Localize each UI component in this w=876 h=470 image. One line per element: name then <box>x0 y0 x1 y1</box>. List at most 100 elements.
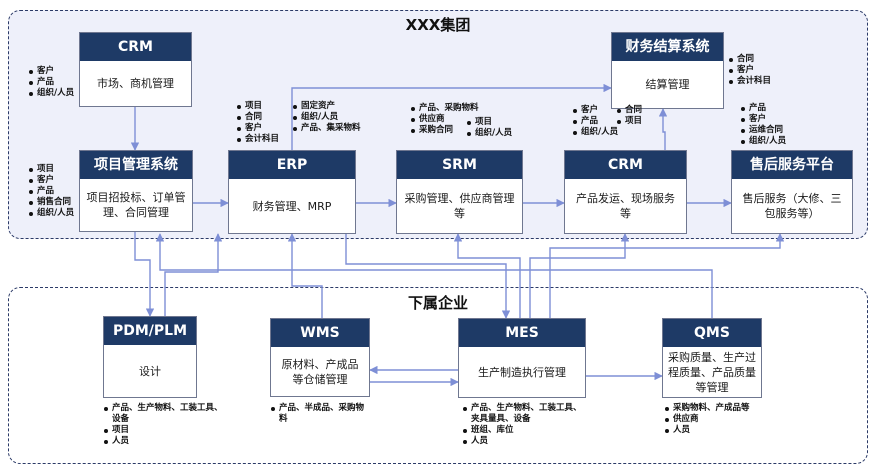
erp-system-title: ERP <box>229 151 355 179</box>
erp-system: ERP 财务管理、MRP <box>228 150 356 234</box>
note-item: 组织/人员 <box>466 128 512 139</box>
note-item: 项目 <box>616 116 642 127</box>
note-item: 人员 <box>103 436 223 447</box>
group-region-title: XXX集团 <box>405 16 471 34</box>
srm-system-title: SRM <box>397 151 522 179</box>
note-item: 组织/人员 <box>28 208 74 219</box>
note-item: 客户 <box>28 66 74 77</box>
srm-system: SRM 采购管理、供应商管理等 <box>396 150 523 234</box>
pdm-system-title: PDM/PLM <box>104 317 196 345</box>
project-notes: 项目客户产品销售合同组织/人员 <box>28 164 74 219</box>
wms-notes: 产品、半成品、采购物料 <box>270 403 370 425</box>
crm-top-system-body: 市场、商机管理 <box>97 77 174 90</box>
note-item: 人员 <box>462 436 582 447</box>
srm-right-notes: 项目组织/人员 <box>466 117 512 139</box>
project-system-title: 项目管理系统 <box>80 151 192 179</box>
note-item: 项目 <box>28 164 74 175</box>
wms-system: WMS 原材料、产成品等仓储管理 <box>270 318 370 397</box>
crm-top-system-title: CRM <box>80 33 191 61</box>
note-item: 产品、生产物料、工装工具、夹具量具、设备 <box>462 403 582 425</box>
connector-qms-to-project <box>155 233 713 318</box>
note-item: 会计科目 <box>236 134 279 145</box>
note-item: 项目 <box>103 425 223 436</box>
pdm-system-body: 设计 <box>139 364 161 378</box>
note-item: 人员 <box>664 425 750 436</box>
aftersales-system: 售后服务平台 售后服务（大修、三包服务等） <box>731 150 853 234</box>
note-item: 产品、集采物料 <box>292 123 361 134</box>
note-item: 组织/人员 <box>292 112 361 123</box>
connector-erp-to-mes <box>345 234 511 319</box>
crm-mid-left-notes: 客户产品组织/人员 <box>572 105 618 138</box>
note-item: 客户 <box>728 65 771 76</box>
note-item: 合同 <box>236 112 279 123</box>
wms-system-body: 原材料、产成品等仓储管理 <box>281 357 359 386</box>
note-item: 客户 <box>236 123 279 134</box>
note-item: 供应商 <box>664 414 750 425</box>
note-item: 产品 <box>28 77 74 88</box>
connector-project-to-pdm <box>134 232 155 317</box>
qms-system: QMS 采购质量、生产过程质量、产品质量等管理 <box>662 318 762 398</box>
erp-system-body: 财务管理、MRP <box>252 199 332 213</box>
crm-top-system: CRM 市场、商机管理 <box>79 32 192 107</box>
note-item: 产品 <box>28 186 74 197</box>
pdm-system: PDM/PLM 设计 <box>103 316 197 398</box>
project-system-body: 项目招投标、订单管理、合同管理 <box>86 191 186 219</box>
note-item: 组织/人员 <box>740 136 786 147</box>
finance-notes: 合同客户会计科目 <box>728 54 771 87</box>
crm-top-notes: 客户产品组织/人员 <box>28 66 74 99</box>
finance-system-title: 财务结算系统 <box>612 33 723 61</box>
note-item: 项目 <box>466 117 512 128</box>
qms-notes: 采购物料、产成品等供应商人员 <box>664 403 750 436</box>
note-item: 会计科目 <box>728 76 771 87</box>
qms-system-title: QMS <box>663 319 761 347</box>
wms-system-title: WMS <box>271 319 369 347</box>
crm-mid-system-body: 产品发运、现场服务等 <box>576 192 675 220</box>
connector-erp-to-finance <box>291 83 612 150</box>
connector-crm-to-finance <box>658 108 668 150</box>
crm-mid-system-title: CRM <box>565 151 686 179</box>
note-item: 班组、库位 <box>462 425 582 436</box>
note-item: 客户 <box>740 114 786 125</box>
note-item: 供应商 <box>410 114 479 125</box>
mes-notes: 产品、生产物料、工装工具、夹具量具、设备班组、库位人员 <box>462 403 582 447</box>
note-item: 产品 <box>572 116 618 127</box>
aftersales-system-title: 售后服务平台 <box>732 151 852 179</box>
note-item: 产品、生产物料、工装工具、设备 <box>103 403 223 425</box>
connector-mes-to-aftersales <box>549 233 785 318</box>
erp-left-notes: 项目合同客户会计科目 <box>236 101 279 145</box>
pdm-notes: 产品、生产物料、工装工具、设备项目人员 <box>103 403 223 447</box>
subsidiary-region-title: 下属企业 <box>407 294 468 312</box>
crm-mid-right-notes: 合同项目 <box>616 105 642 127</box>
mes-system: MES 生产制造执行管理 <box>458 318 586 398</box>
note-item: 产品 <box>740 103 786 114</box>
note-item: 项目 <box>236 101 279 112</box>
aftersales-system-body: 售后服务（大修、三包服务等） <box>742 192 842 220</box>
note-item: 产品、采购物料 <box>410 103 479 114</box>
note-item: 客户 <box>572 105 618 116</box>
note-item: 产品、半成品、采购物料 <box>270 403 370 425</box>
note-item: 固定资产 <box>292 101 361 112</box>
connector-wms-to-erp <box>287 233 323 318</box>
mes-system-title: MES <box>459 319 585 347</box>
mes-system-body: 生产制造执行管理 <box>478 365 566 379</box>
note-item: 组织/人员 <box>28 88 74 99</box>
crm-mid-system: CRM 产品发运、现场服务等 <box>564 150 687 234</box>
note-item: 合同 <box>728 54 771 65</box>
note-item: 采购合同 <box>410 125 479 136</box>
note-item: 组织/人员 <box>572 127 618 138</box>
project-system: 项目管理系统 项目招投标、订单管理、合同管理 <box>79 150 193 232</box>
note-item: 运维合同 <box>740 125 786 136</box>
finance-system: 财务结算系统 结算管理 <box>611 32 724 109</box>
finance-system-body: 结算管理 <box>645 78 690 91</box>
connector-mes-to-srm <box>453 233 521 318</box>
note-item: 合同 <box>616 105 642 116</box>
qms-system-body: 采购质量、生产过程质量、产品质量等管理 <box>668 350 756 394</box>
note-item: 采购物料、产成品等 <box>664 403 750 414</box>
erp-right-notes: 固定资产组织/人员产品、集采物料 <box>292 101 361 134</box>
connector-mes-to-crm <box>529 233 630 318</box>
note-item: 销售合同 <box>28 197 74 208</box>
note-item: 客户 <box>28 175 74 186</box>
srm-system-body: 采购管理、供应商管理等 <box>404 192 515 220</box>
srm-left-notes: 产品、采购物料供应商采购合同 <box>410 103 479 136</box>
